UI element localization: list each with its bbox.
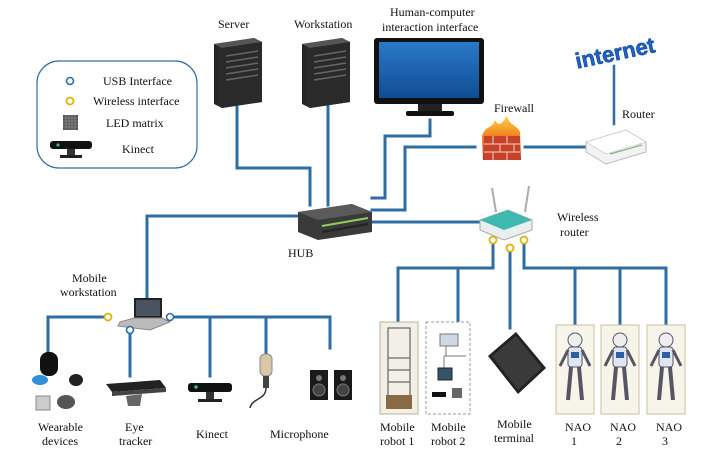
mobile-robot-1-label-line2: robot 1 (380, 434, 414, 448)
laptop-icon (117, 298, 172, 331)
eye-tracker-icon (106, 380, 166, 406)
nao-2-label-line1: NAO (610, 420, 636, 434)
wireless-interface-icon (65, 96, 75, 106)
led-matrix-icon (63, 115, 78, 130)
wireless-port-icon (103, 312, 113, 322)
wireless-router-label-line2: router (560, 225, 589, 239)
hub-icon (298, 204, 372, 240)
server-label: Server (218, 17, 249, 31)
microphone-label: Microphone (270, 427, 329, 441)
kinect-icon (50, 141, 92, 158)
nao-1-label-line1: NAO (565, 420, 591, 434)
hub-label: HUB (288, 246, 313, 260)
nao-robot-1-icon (555, 324, 595, 415)
firewall-label: Firewall (494, 101, 535, 115)
legend-usb-label: USB Interface (103, 74, 172, 88)
wearable-devices-icon (32, 352, 83, 411)
wireless-router-icon (479, 185, 533, 241)
mobile-terminal-label-line1: Mobile (497, 417, 532, 431)
server-icon (214, 38, 262, 108)
legend-wireless-label: Wireless interface (93, 94, 179, 108)
speakers-icon (310, 370, 352, 400)
wearable-label-line2: devices (42, 434, 78, 448)
firewall-icon (482, 116, 521, 160)
nao-3-label-line2: 3 (662, 434, 668, 448)
usb-port-icon (165, 312, 175, 322)
usb-interface-icon (65, 76, 75, 86)
hci-label-line2: interaction interface (382, 20, 478, 34)
hci-label-line1: Human-computer (390, 5, 475, 19)
usb-port-icon (125, 325, 135, 335)
mobile-robot-1-label-line1: Mobile (380, 420, 415, 434)
wireless-port-icon (488, 235, 498, 245)
mobile-workstation-label-line2: workstation (60, 285, 117, 299)
mobile-robot-2-label-line2: robot 2 (431, 434, 465, 448)
hci-monitor-icon (374, 38, 484, 116)
nao-1-label-line2: 1 (571, 434, 577, 448)
mobile-terminal-icon (488, 332, 546, 394)
mobile-terminal-label-line2: terminal (494, 431, 535, 445)
mobile-robot-2-label-line1: Mobile (431, 420, 466, 434)
mobile-robot-1-icon (379, 321, 419, 415)
nao-robot-3-icon (646, 324, 686, 415)
kinect-device-icon (188, 383, 232, 402)
internet-logo: internet (573, 32, 658, 74)
nao-2-label-line2: 2 (616, 434, 622, 448)
eye-tracker-label-line1: Eye (125, 420, 144, 434)
mobile-workstation-label-line1: Mobile (72, 271, 107, 285)
connection-links (46, 102, 668, 378)
nao-3-label-line1: NAO (656, 420, 682, 434)
wearable-label-line1: Wearable (38, 420, 83, 434)
wireless-port-icon (505, 243, 515, 253)
legend-kinect-label: Kinect (122, 142, 155, 156)
workstation-icon (302, 38, 350, 108)
eye-tracker-label-line2: tracker (119, 434, 152, 448)
router-label: Router (622, 107, 655, 121)
legend-led-label: LED matrix (106, 116, 164, 130)
workstation-label: Workstation (294, 17, 352, 31)
nao-robot-2-icon (600, 324, 640, 415)
mobile-robot-2-icon (425, 321, 471, 415)
kinect-label: Kinect (196, 427, 229, 441)
wireless-port-icon (519, 235, 529, 245)
microphone-icon (249, 353, 273, 409)
wireless-router-label-line1: Wireless (557, 210, 599, 224)
internet-text: internet (573, 32, 658, 73)
router-icon (585, 129, 647, 165)
legend: USB Interface Wireless interface LED mat… (36, 60, 198, 169)
